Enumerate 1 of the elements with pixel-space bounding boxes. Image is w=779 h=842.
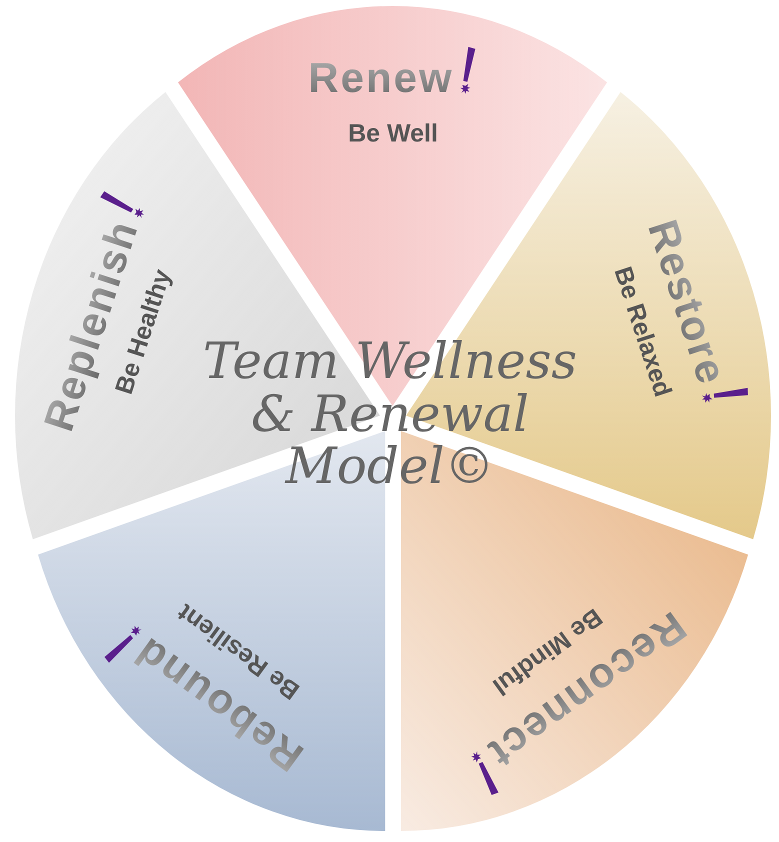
segment-subtitle: Be Well — [348, 120, 438, 148]
